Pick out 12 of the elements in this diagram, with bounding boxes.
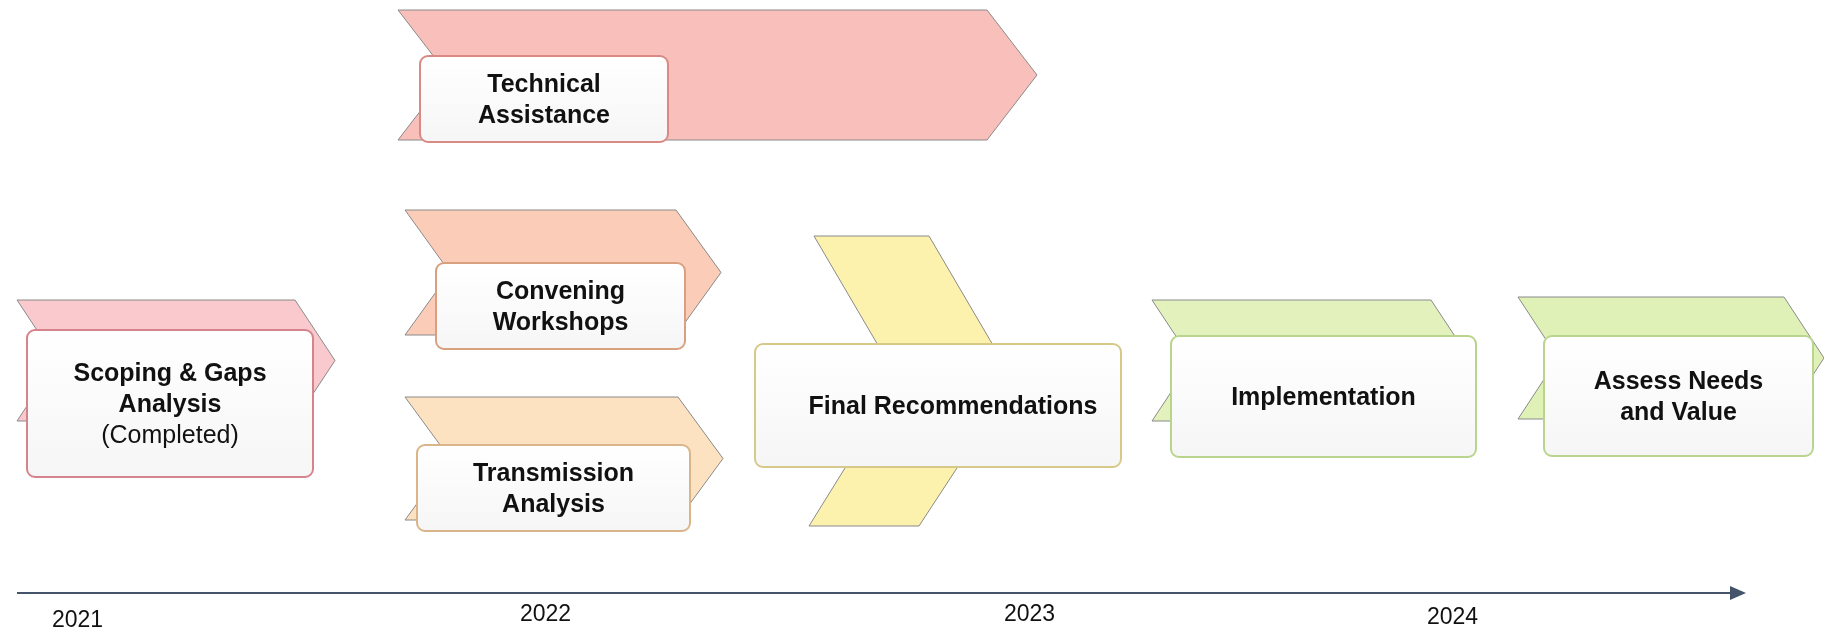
step-title: Technical Assistance <box>477 68 611 130</box>
status-note: (Completed) <box>101 419 239 450</box>
step-title: Transmission Analysis <box>471 457 636 519</box>
step-title: Implementation <box>1231 381 1416 412</box>
year-label: 2023 <box>1004 600 1056 627</box>
year-label: 2021 <box>52 606 104 633</box>
step-title: Assess Needs and Value <box>1592 365 1765 427</box>
year-label: 2024 <box>1427 603 1479 630</box>
step-title: Convening Workshops <box>491 275 630 337</box>
step-title: Scoping & Gaps Analysis <box>72 357 268 419</box>
year-label: 2022 <box>520 600 572 627</box>
step-title: Final Recommendations <box>808 390 1098 421</box>
